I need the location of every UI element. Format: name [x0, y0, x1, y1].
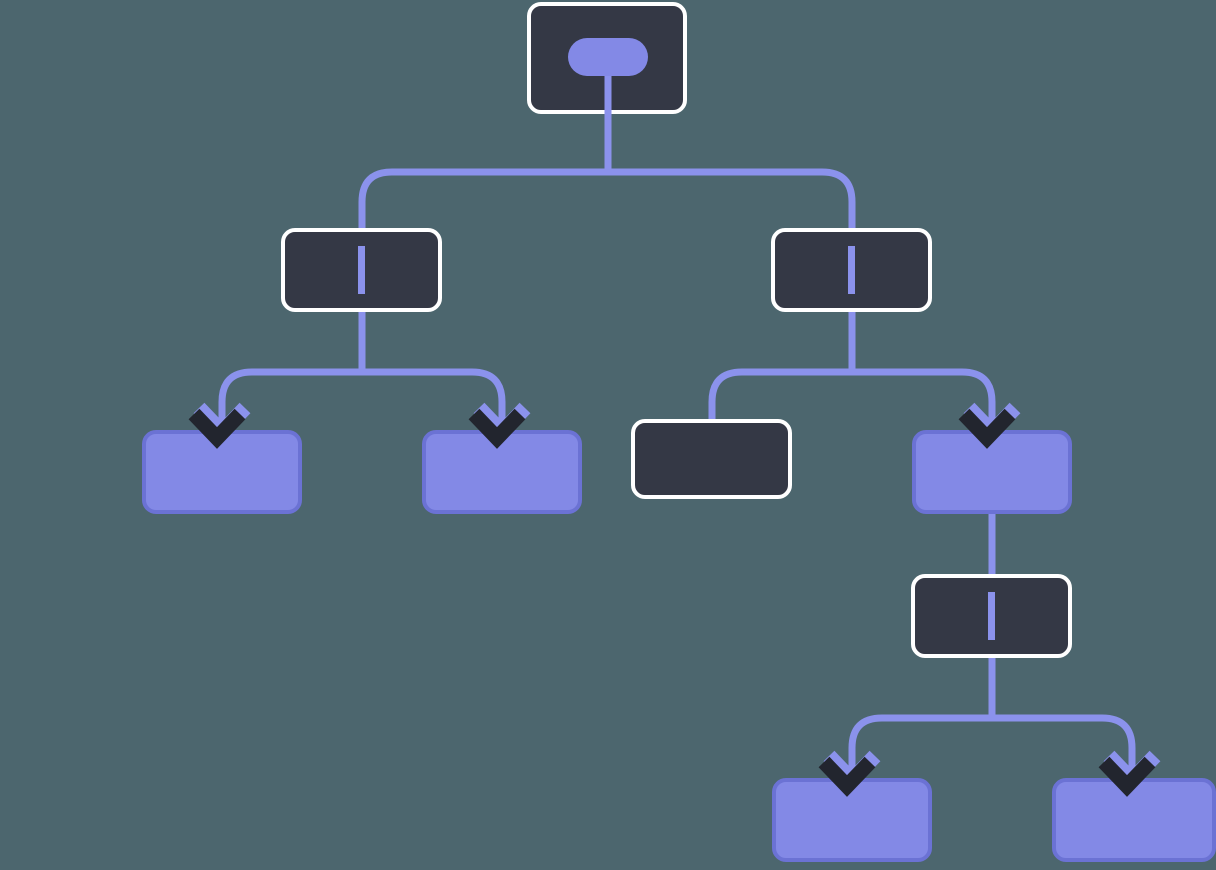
arrowhead-e-left-b	[468, 402, 531, 449]
pill-stem	[604, 57, 612, 114]
node-body	[142, 430, 302, 514]
leaf-node-d[interactable]	[772, 778, 932, 862]
edge-branch-right-to-terminal	[708, 368, 852, 419]
arrowhead-e-level4-e	[1098, 750, 1161, 797]
edge-branch-lower-to-leaf-e	[992, 714, 1136, 788]
edge-root-to-branch-left	[358, 168, 608, 228]
node-body	[912, 430, 1072, 514]
node-body	[1052, 778, 1216, 862]
leaf-node-e[interactable]	[1052, 778, 1216, 862]
node-body	[772, 778, 932, 862]
leaf-node-a[interactable]	[142, 430, 302, 514]
edge-root-to-branch-right	[608, 168, 856, 228]
arrowhead-e-right-d	[958, 402, 1021, 449]
branch-node-lower[interactable]	[911, 574, 1072, 658]
pill-badge	[568, 38, 648, 76]
vertical-tick	[848, 246, 855, 294]
intermediate-node-purple[interactable]	[912, 430, 1072, 514]
node-layer	[142, 2, 1216, 862]
arrowhead-e-level4-d	[818, 750, 881, 797]
chevron	[1098, 756, 1156, 797]
branch-node-left[interactable]	[281, 228, 442, 312]
edge-branch-left-to-leaf-a	[218, 368, 362, 440]
vertical-tick	[988, 592, 995, 640]
edge-branch-lower-to-leaf-d	[848, 714, 992, 788]
chevron	[958, 408, 1016, 449]
chevron	[468, 408, 526, 449]
branch-node-right[interactable]	[771, 228, 932, 312]
arrowhead-layer	[188, 402, 1161, 797]
node-body	[422, 430, 582, 514]
edge-branch-right-to-intermediate	[852, 368, 996, 440]
terminal-node-dark[interactable]	[631, 419, 792, 499]
root-node[interactable]	[527, 2, 687, 114]
edge-layer	[218, 114, 1136, 788]
node-body	[631, 419, 792, 499]
leaf-node-b[interactable]	[422, 430, 582, 514]
vertical-tick	[358, 246, 365, 294]
chevron	[188, 408, 246, 449]
edge-branch-left-to-leaf-b	[362, 368, 506, 440]
chevron	[818, 756, 876, 797]
arrowhead-e-left-a	[188, 402, 251, 449]
